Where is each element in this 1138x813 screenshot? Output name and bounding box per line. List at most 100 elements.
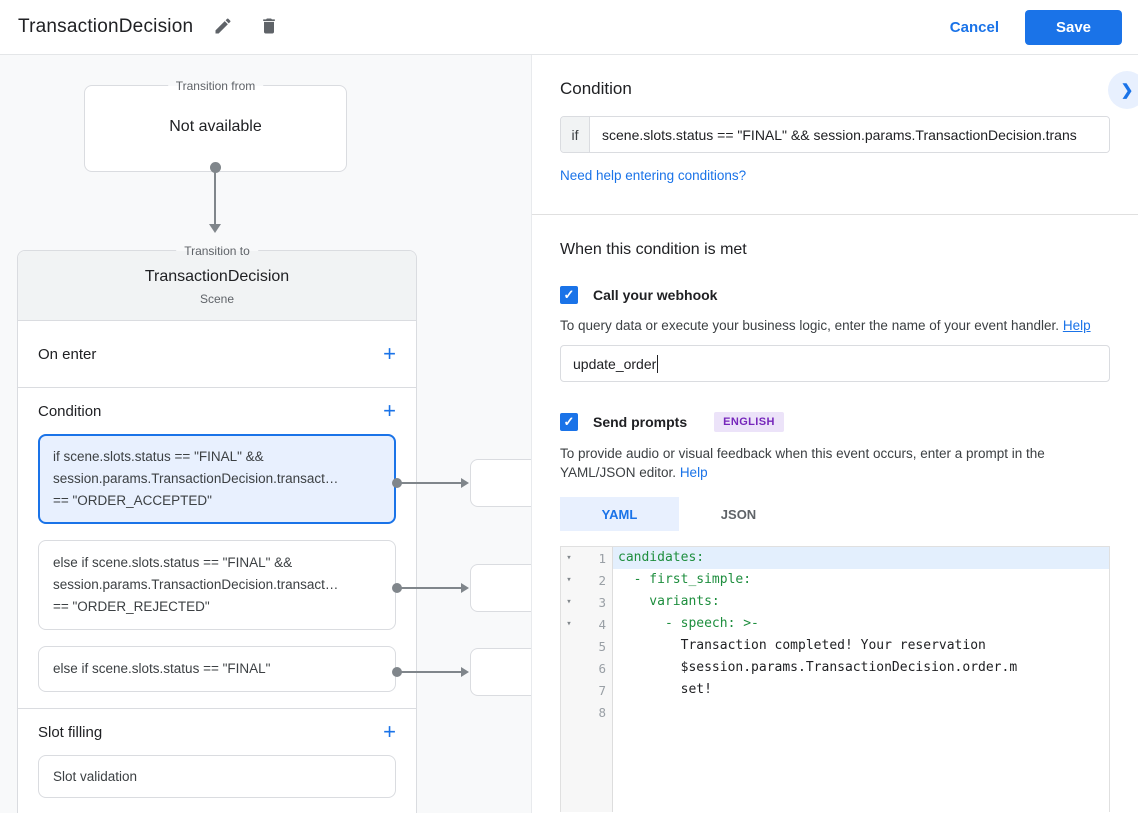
- condition-item-rejected[interactable]: else if scene.slots.status == "FINAL" &&…: [38, 540, 396, 630]
- condition-editor-section: Condition ❯ if scene.slots.status == "FI…: [532, 55, 1138, 215]
- on-enter-label: On enter: [38, 345, 97, 363]
- checkmark-icon: ✓: [563, 287, 575, 302]
- connector-dot: [392, 478, 402, 488]
- line-number: 2: [598, 572, 606, 588]
- title-row: TransactionDecision: [18, 11, 285, 43]
- code-line: [613, 701, 1109, 723]
- yaml-code-editor[interactable]: ▾ 1 ▾ 2 ▾ 3 ▾ 4 5 6 7 8 candidates: - first_…: [560, 546, 1110, 812]
- connector-arrowhead-icon: [461, 583, 469, 593]
- fold-arrow-icon[interactable]: ▾: [566, 619, 572, 629]
- chevron-right-icon: ❯: [1120, 82, 1134, 99]
- page-title: TransactionDecision: [18, 16, 194, 37]
- scene-name: TransactionDecision: [144, 268, 290, 285]
- connector-dot: [392, 583, 402, 593]
- editor-code-area[interactable]: candidates: - first_simple: variants: - …: [613, 547, 1109, 812]
- transition-from-box[interactable]: Transition from Not available: [84, 77, 347, 172]
- line-number: 8: [598, 704, 606, 720]
- scene-type: Scene: [199, 292, 235, 306]
- connector-arrowhead-icon: [461, 478, 469, 488]
- connector-line: [401, 482, 461, 484]
- edit-scene-button[interactable]: [207, 11, 239, 43]
- on-enter-section: On enter +: [18, 321, 416, 388]
- line-number: 7: [598, 682, 606, 698]
- condition-detail-panel: Condition ❯ if scene.slots.status == "FI…: [531, 55, 1138, 813]
- add-slot-button[interactable]: +: [383, 719, 396, 744]
- line-number: 3: [598, 594, 606, 610]
- prompts-help-link[interactable]: Help: [679, 465, 708, 480]
- condition-text-line: if scene.slots.status == "FINAL" &&: [53, 449, 264, 464]
- connector-dot: [210, 162, 221, 173]
- webhook-description-text: To query data or execute your business l…: [560, 318, 1060, 333]
- editor-gutter: ▾ 1 ▾ 2 ▾ 3 ▾ 4 5 6 7 8: [561, 547, 613, 812]
- fold-arrow-icon[interactable]: ▾: [566, 553, 572, 563]
- connector-line: [214, 172, 216, 224]
- condition-item-accepted[interactable]: if scene.slots.status == "FINAL" && sess…: [38, 434, 396, 524]
- add-on-enter-button[interactable]: +: [383, 341, 396, 366]
- condition-text-line: == "ORDER_REJECTED": [53, 599, 210, 614]
- connector-arrowhead-icon: [461, 667, 469, 677]
- code-line: - first_simple:: [618, 572, 752, 587]
- transition-to-card: Transition to TransactionDecision Scene …: [17, 242, 417, 813]
- line-number: 1: [598, 550, 606, 566]
- webhook-toggle-row: ✓ Call your webhook: [560, 286, 1110, 304]
- send-prompts-checkbox[interactable]: ✓: [560, 413, 578, 431]
- tab-json[interactable]: JSON: [720, 506, 757, 522]
- tab-yaml[interactable]: YAML: [560, 497, 679, 531]
- slot-validation-item[interactable]: Slot validation: [38, 755, 396, 798]
- webhook-label: Call your webhook: [593, 287, 718, 303]
- add-condition-button[interactable]: +: [383, 398, 396, 423]
- condition-text-line: session.params.TransactionDecision.trans…: [53, 471, 339, 486]
- code-line: $session.params.TransactionDecision.orde…: [618, 660, 1018, 675]
- condition-expression-input[interactable]: scene.slots.status == "FINAL" && session…: [590, 117, 1109, 152]
- condition-section-header: Condition +: [18, 388, 416, 434]
- fold-arrow-icon[interactable]: ▾: [566, 597, 572, 607]
- line-number: 6: [598, 660, 606, 676]
- line-number: 5: [598, 638, 606, 654]
- text-caret: [657, 354, 659, 373]
- conditions-help-link[interactable]: Need help entering conditions?: [560, 168, 747, 183]
- scene-card-header[interactable]: TransactionDecision Scene: [18, 251, 416, 321]
- transition-from-label: Transition from: [167, 77, 264, 95]
- slot-filling-section: Slot filling + Slot validation: [18, 709, 416, 813]
- condition-text-line: == "ORDER_ACCEPTED": [53, 493, 212, 508]
- condition-section: Condition + if scene.slots.status == "FI…: [18, 388, 416, 709]
- transition-from-value: Not available: [169, 118, 262, 135]
- condition-text-line: session.params.TransactionDecision.trans…: [53, 577, 339, 592]
- header-actions: Cancel Save: [949, 9, 1122, 45]
- prompts-description-text: To provide audio or visual feedback when…: [560, 446, 1045, 480]
- language-badge: ENGLISH: [714, 412, 784, 432]
- webhook-handler-value: update_order: [573, 355, 657, 372]
- code-line: Transaction completed! Your reservation: [618, 638, 986, 653]
- checkmark-icon: ✓: [563, 414, 575, 429]
- code-line: - speech: >-: [618, 616, 759, 631]
- transition-to-label: Transition to: [176, 242, 258, 260]
- code-line: variants:: [618, 594, 720, 609]
- collapse-panel-button[interactable]: ❯: [1108, 71, 1138, 109]
- send-prompts-label: Send prompts: [593, 414, 688, 430]
- code-line: candidates:: [613, 547, 1109, 569]
- webhook-checkbox[interactable]: ✓: [560, 286, 578, 304]
- condition-text-line: else if scene.slots.status == "FINAL" &&: [53, 555, 293, 570]
- condition-item-final[interactable]: else if scene.slots.status == "FINAL": [38, 646, 396, 692]
- prompts-description: To provide audio or visual feedback when…: [560, 444, 1110, 482]
- connector-line: [401, 587, 461, 589]
- pencil-icon: [213, 16, 233, 39]
- prompts-toggle-row: ✓ Send prompts ENGLISH: [560, 412, 1110, 432]
- when-met-section: When this condition is met ✓ Call your w…: [532, 215, 1138, 812]
- editor-format-tabs: YAML JSON: [560, 497, 1110, 531]
- trash-icon: [259, 16, 279, 39]
- condition-expression-row: if scene.slots.status == "FINAL" && sess…: [560, 116, 1110, 153]
- code-line: set!: [618, 682, 712, 697]
- delete-scene-button[interactable]: [253, 11, 285, 43]
- connector-dot: [392, 667, 402, 677]
- condition-text-line: else if scene.slots.status == "FINAL": [53, 661, 271, 676]
- save-button[interactable]: Save: [1025, 9, 1122, 45]
- connector-arrowhead-icon: [209, 224, 221, 233]
- condition-heading: Condition: [560, 79, 632, 98]
- webhook-description: To query data or execute your business l…: [560, 316, 1110, 335]
- cancel-button[interactable]: Cancel: [949, 18, 999, 36]
- webhook-handler-input[interactable]: update_order: [560, 345, 1110, 382]
- line-number: 4: [598, 616, 606, 632]
- webhook-help-link[interactable]: Help: [1062, 318, 1091, 333]
- fold-arrow-icon[interactable]: ▾: [566, 575, 572, 585]
